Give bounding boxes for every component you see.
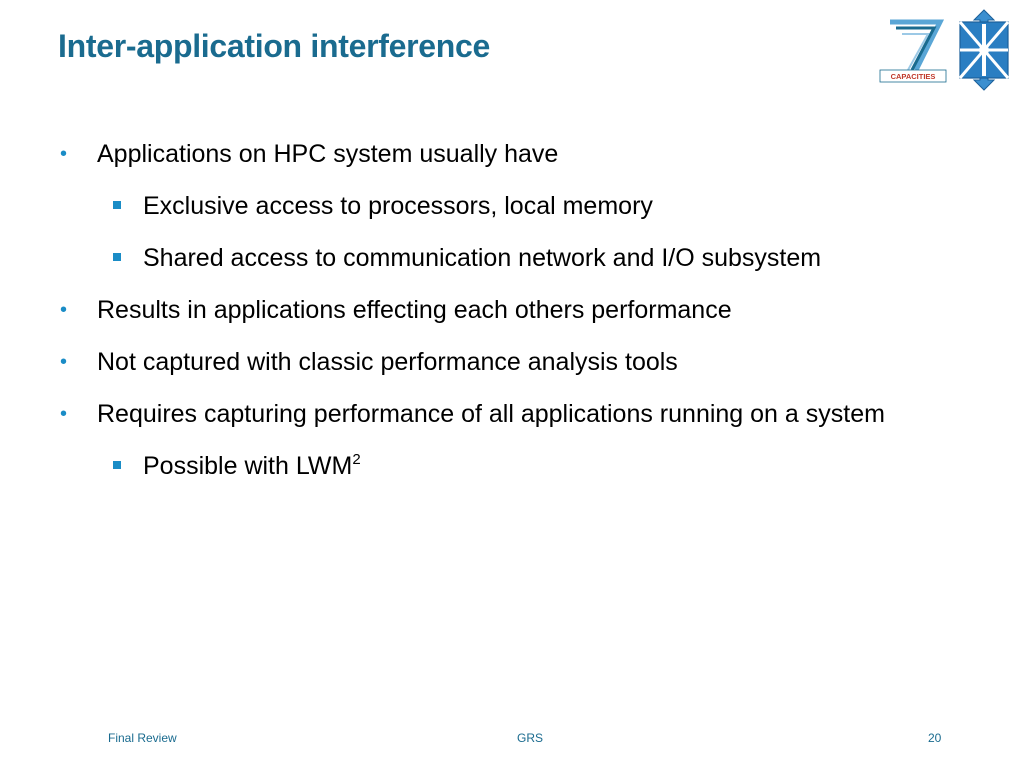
slide-content: • Applications on HPC system usually hav… bbox=[58, 128, 998, 492]
bullet-text: Applications on HPC system usually have bbox=[97, 140, 559, 168]
bullet-text: Results in applications effecting each o… bbox=[97, 296, 732, 324]
bullet-item: • Applications on HPC system usually hav… bbox=[58, 128, 998, 180]
bullet-text: Shared access to communication network a… bbox=[143, 244, 822, 272]
bullet-dot: • bbox=[60, 143, 68, 165]
bullet-item: • Results in applications effecting each… bbox=[58, 284, 998, 336]
bullet-item: • Requires capturing performance of all … bbox=[58, 388, 998, 440]
bullet-text: Not captured with classic performance an… bbox=[97, 348, 678, 376]
bullet-square bbox=[113, 461, 121, 469]
fp7-logo-text: CAPACITIES bbox=[891, 72, 936, 81]
bullet-text: Exclusive access to processors, local me… bbox=[143, 192, 653, 220]
header-logos: CAPACITIES bbox=[876, 8, 1016, 92]
superscript: 2 bbox=[352, 451, 361, 468]
footer-left: Final Review bbox=[108, 731, 177, 745]
grs-emblem-logo bbox=[958, 9, 1010, 91]
bullet-square bbox=[113, 201, 121, 209]
bullet-dot: • bbox=[60, 351, 68, 373]
bullet-item: • Not captured with classic performance … bbox=[58, 336, 998, 388]
page-number: 20 bbox=[928, 731, 942, 745]
fp7-capacities-logo: CAPACITIES bbox=[879, 19, 947, 83]
footer-center: GRS bbox=[517, 731, 544, 745]
sub-bullet-item: Shared access to communication network a… bbox=[58, 232, 998, 284]
sub-bullet-item: Possible with LWM2 bbox=[58, 440, 998, 492]
sub-bullet-item: Exclusive access to processors, local me… bbox=[58, 180, 998, 232]
bullet-square bbox=[113, 253, 121, 261]
bullet-dot: • bbox=[60, 299, 68, 321]
bullet-dot: • bbox=[60, 403, 68, 425]
slide-title: Inter-application interference bbox=[58, 28, 490, 64]
bullet-text: Requires capturing performance of all ap… bbox=[97, 400, 885, 428]
bullet-text: Possible with LWM bbox=[143, 452, 353, 480]
